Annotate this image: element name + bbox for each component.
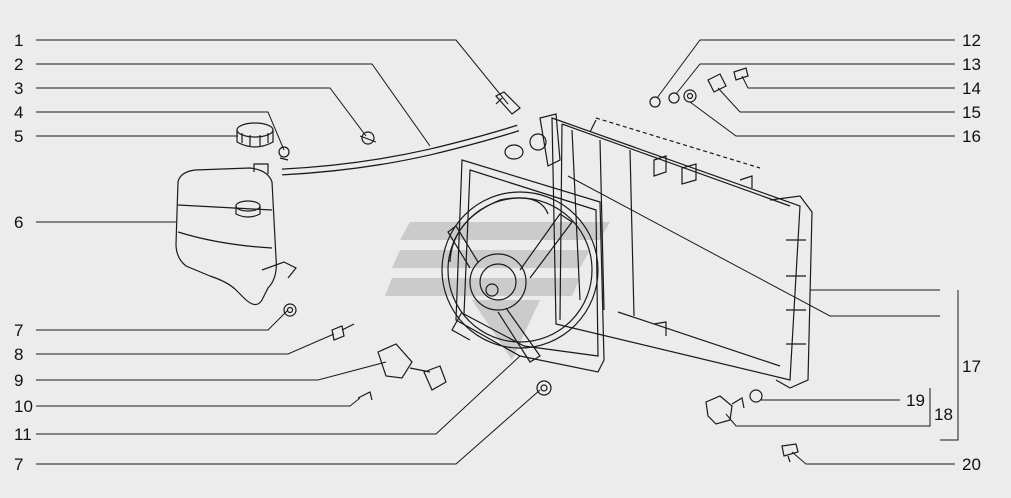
leader-lines bbox=[36, 39, 541, 465]
callout-4: 4 bbox=[14, 103, 23, 122]
callout-16: 16 bbox=[962, 127, 981, 146]
callout-7b: 7 bbox=[14, 455, 23, 474]
expansion-tank bbox=[175, 163, 297, 306]
connector bbox=[495, 91, 521, 115]
fan-motor bbox=[447, 197, 573, 363]
callout-3: 3 bbox=[14, 79, 23, 98]
screw bbox=[357, 391, 373, 401]
callout-5: 5 bbox=[14, 127, 23, 146]
callout-10: 10 bbox=[14, 397, 33, 416]
hose bbox=[281, 124, 520, 176]
connector-plug bbox=[377, 343, 447, 391]
callouts-right: 12 13 14 15 16 17 19 18 20 bbox=[906, 31, 981, 474]
callout-18: 18 bbox=[934, 405, 953, 424]
callout-11: 11 bbox=[14, 425, 32, 444]
nut-lower bbox=[536, 380, 552, 396]
callout-13: 13 bbox=[962, 55, 981, 74]
callout-19: 19 bbox=[906, 391, 925, 410]
tank-cap bbox=[236, 122, 274, 148]
callout-1: 1 bbox=[14, 31, 23, 50]
callout-6: 6 bbox=[14, 213, 23, 232]
nut bbox=[649, 67, 749, 108]
bushing bbox=[504, 133, 547, 160]
callout-9: 9 bbox=[14, 371, 23, 390]
callout-7a: 7 bbox=[14, 321, 23, 340]
hose-clamp bbox=[278, 131, 377, 161]
temperature-sensor bbox=[705, 395, 745, 425]
washer bbox=[749, 389, 763, 403]
callout-17: 17 bbox=[962, 357, 981, 376]
callout-12: 12 bbox=[962, 31, 981, 50]
drain-plug bbox=[781, 443, 799, 463]
callout-2: 2 bbox=[14, 55, 23, 74]
callout-8: 8 bbox=[14, 345, 23, 364]
callouts-left: 1 2 3 4 5 6 7 8 9 10 11 7 bbox=[14, 31, 33, 474]
nut-upper bbox=[283, 303, 297, 317]
radiator bbox=[539, 113, 813, 389]
bolt bbox=[331, 323, 355, 341]
callout-14: 14 bbox=[962, 79, 981, 98]
callout-15: 15 bbox=[962, 103, 981, 122]
callout-20: 20 bbox=[962, 455, 981, 474]
